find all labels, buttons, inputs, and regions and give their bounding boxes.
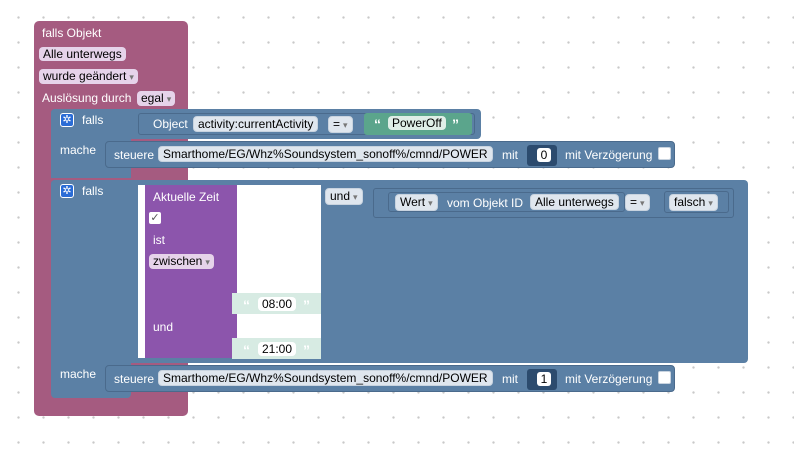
delay-label: mit Verzögerung bbox=[565, 372, 653, 386]
quote-close-icon: ” bbox=[303, 342, 310, 358]
trigger-value-dropdown[interactable]: egal▾ bbox=[137, 91, 176, 106]
wert-dropdown[interactable]: Wert▾ bbox=[395, 194, 438, 211]
trigger-change-dropdown[interactable]: wurde geändert▾ bbox=[39, 69, 138, 84]
steuere-label: steuere bbox=[114, 148, 155, 162]
chevron-down-icon: ▾ bbox=[428, 198, 433, 208]
time-from-field[interactable]: 08:00 bbox=[258, 297, 297, 311]
object-label: Object bbox=[153, 117, 188, 131]
between-value: zwischen bbox=[153, 254, 203, 268]
chevron-down-icon: ▾ bbox=[640, 198, 645, 208]
and-operator-value: und bbox=[330, 189, 351, 203]
object-name-field[interactable]: Alle unterwegs bbox=[530, 194, 619, 210]
chevron-down-icon: ▾ bbox=[129, 72, 134, 82]
operator-dropdown[interactable]: =▾ bbox=[328, 116, 353, 133]
chevron-down-icon: ▾ bbox=[708, 198, 713, 208]
chevron-down-icon: ▾ bbox=[353, 192, 358, 202]
gear-icon[interactable]: ✲ bbox=[60, 113, 74, 127]
object-id-field[interactable]: activity:currentActivity bbox=[193, 116, 319, 132]
target-dropdown[interactable]: Smarthome/EG/Whz%Soundsystem_sonoff%/cmn… bbox=[158, 146, 493, 162]
mit-label: mit bbox=[502, 372, 518, 386]
quote-close-icon: ” bbox=[452, 116, 459, 132]
if2-falls-label: falls bbox=[82, 184, 104, 198]
vom-objekt-label: vom Objekt ID bbox=[447, 196, 524, 210]
quote-open-icon: “ bbox=[243, 297, 250, 313]
gear-icon[interactable]: ✲ bbox=[60, 184, 74, 198]
text-value-field[interactable]: PowerOff bbox=[388, 116, 446, 130]
number-field[interactable]: 0 bbox=[537, 148, 551, 162]
operator-value: = bbox=[333, 117, 341, 131]
if2-mache-label: mache bbox=[60, 367, 97, 381]
quote-open-icon: “ bbox=[243, 342, 250, 358]
checkbox-icon[interactable]: ✓ bbox=[149, 212, 161, 224]
chevron-down-icon: ▾ bbox=[166, 94, 172, 104]
trigger-label: Auslösung durch bbox=[42, 91, 132, 105]
delay-label: mit Verzögerung bbox=[565, 148, 653, 162]
trigger-title: falls Objekt bbox=[42, 26, 102, 40]
block-connector bbox=[51, 168, 131, 178]
current-time-label: Aktuelle Zeit bbox=[153, 190, 220, 204]
mit-label: mit bbox=[502, 148, 518, 162]
number-field[interactable]: 1 bbox=[537, 372, 551, 386]
if1-falls-label: falls bbox=[82, 113, 104, 127]
quote-open-icon: “ bbox=[374, 116, 381, 132]
ist-label: ist bbox=[153, 233, 165, 247]
checkbox-icon[interactable] bbox=[658, 371, 671, 384]
between-dropdown[interactable]: zwischen▾ bbox=[149, 254, 214, 269]
trigger-change-value: wurde geändert bbox=[43, 69, 127, 83]
if-block-2-body bbox=[51, 180, 131, 398]
quote-close-icon: ” bbox=[303, 297, 310, 313]
bool-dropdown[interactable]: falsch▾ bbox=[669, 194, 718, 211]
and-operator-dropdown[interactable]: und▾ bbox=[325, 188, 363, 205]
wert-value: Wert bbox=[400, 195, 426, 209]
checkbox-icon[interactable] bbox=[658, 147, 671, 160]
compare-operator-value: = bbox=[630, 195, 638, 209]
target-dropdown[interactable]: Smarthome/EG/Whz%Soundsystem_sonoff%/cmn… bbox=[158, 370, 493, 386]
trigger-object-field[interactable]: Alle unterwegs bbox=[39, 47, 126, 61]
chevron-down-icon: ▾ bbox=[205, 257, 210, 267]
compare-operator-dropdown[interactable]: =▾ bbox=[625, 194, 650, 211]
und-label: und bbox=[153, 320, 174, 334]
if1-mache-label: mache bbox=[60, 143, 97, 157]
chevron-down-icon: ▾ bbox=[343, 120, 348, 130]
time-to-field[interactable]: 21:00 bbox=[258, 342, 297, 356]
trigger-value: egal bbox=[141, 91, 164, 105]
steuere-label: steuere bbox=[114, 372, 155, 386]
bool-value: falsch bbox=[674, 195, 706, 209]
